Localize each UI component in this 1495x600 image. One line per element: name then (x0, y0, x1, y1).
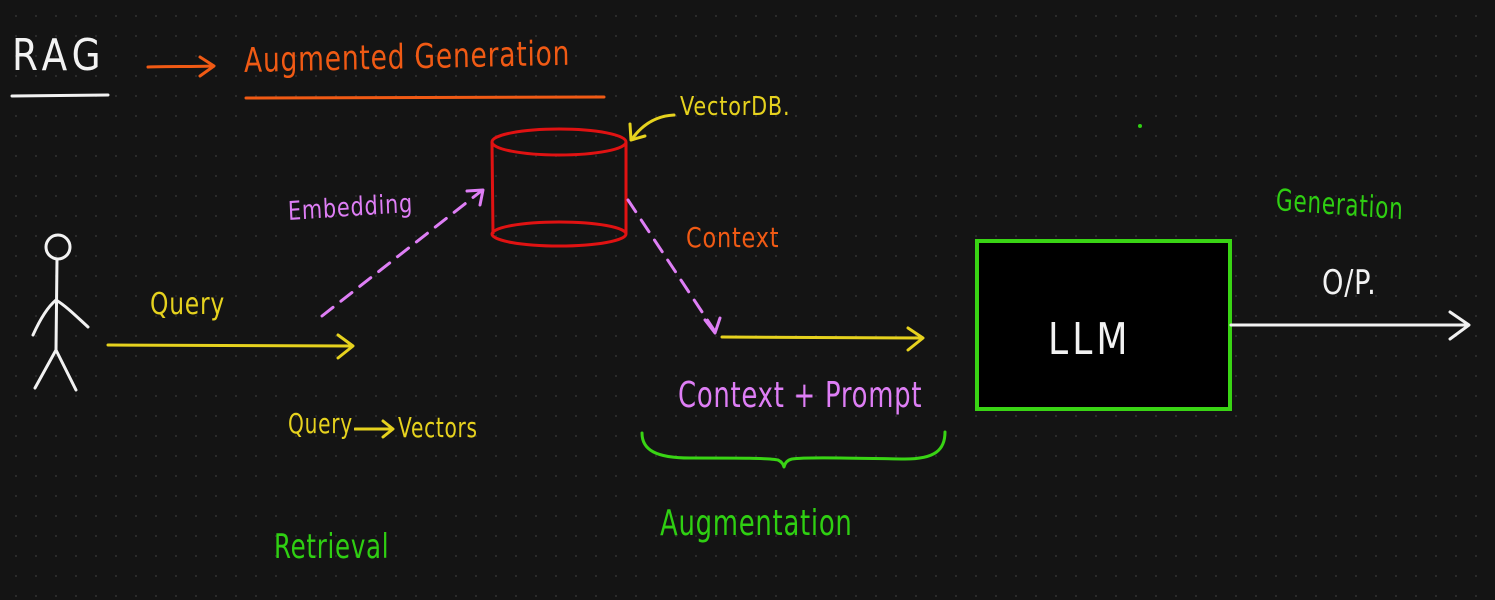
llm-box (975, 239, 1232, 411)
label-query-vectors-right: Vectors (398, 411, 478, 444)
title-augmented-generation: Augmented Generation (243, 33, 571, 81)
context-prompt-arrow (720, 326, 925, 352)
vectordb-pointer (628, 113, 676, 142)
label-context: Context (686, 221, 780, 254)
stray-dot (1138, 124, 1142, 128)
user-stick-figure (31, 233, 90, 392)
context-arrow (626, 198, 722, 335)
vectordb-cylinder (490, 127, 628, 248)
embedding-arrow (320, 188, 485, 318)
augmentation-brace (640, 430, 947, 469)
output-arrow (1229, 310, 1471, 341)
label-query-vectors-left: Query (288, 407, 353, 440)
rag-underline (10, 93, 110, 98)
user-head (44, 233, 72, 261)
query-vectors-arrow (354, 419, 395, 439)
label-generation: Generation (1275, 183, 1405, 228)
query-arrow (106, 333, 355, 360)
title-arrow (146, 55, 216, 78)
label-vectordb: VectorDB. (680, 92, 791, 122)
label-query: Query (150, 287, 226, 322)
label-llm: LLM (1048, 314, 1132, 365)
user-body (54, 257, 59, 352)
stage-retrieval: Retrieval (274, 527, 390, 567)
label-context-prompt: Context + Prompt (678, 375, 923, 416)
subtitle-underline (244, 95, 606, 100)
stage-augmentation: Augmentation (660, 503, 853, 544)
label-embedding: Embedding (287, 188, 414, 227)
title-rag: RAG (12, 30, 106, 81)
user-arms (31, 298, 90, 337)
label-output: O/P. (1322, 263, 1377, 303)
user-legs (33, 348, 78, 392)
